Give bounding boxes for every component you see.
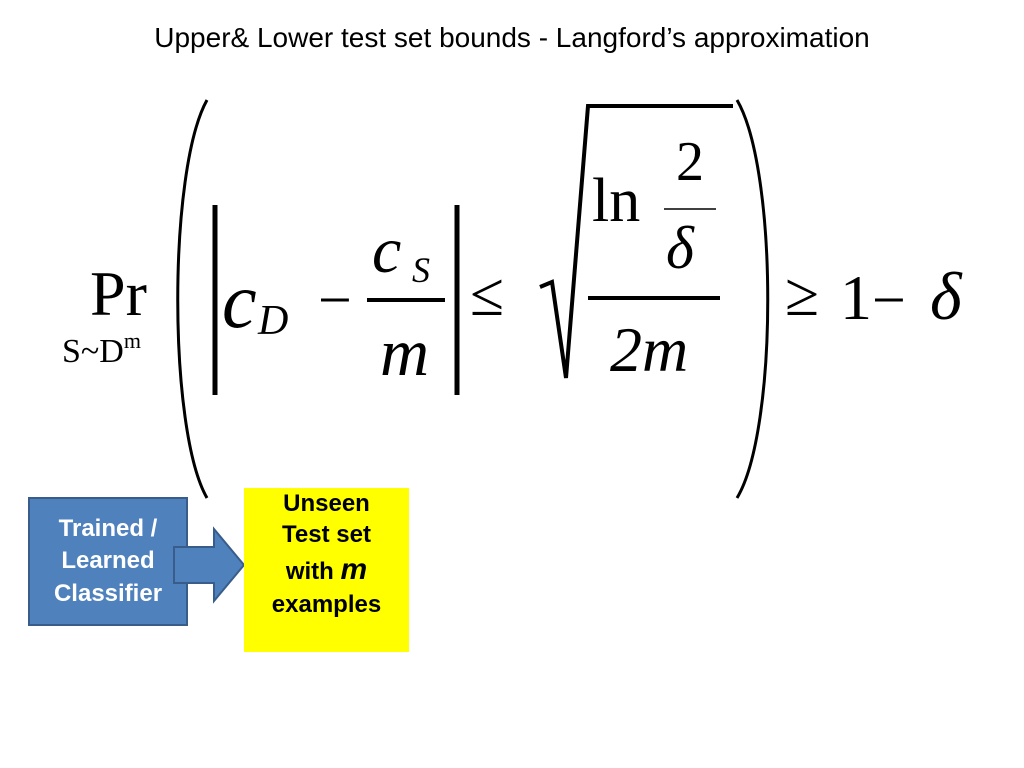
test-set-line-4: examples [271,591,382,619]
c-s-var: c [372,214,402,287]
le-sign: ≤ [470,261,505,329]
right-arrow-icon [173,526,246,604]
c-d-subscript: D [258,298,289,344]
minus-sign-2: − [872,267,906,333]
delta-rhs: δ [930,258,962,334]
c-s-subscript: S [412,250,430,290]
ln-func: ln [592,167,641,235]
test-set-line-2: Test set [282,521,371,549]
classifier-box: Trained / Learned Classifier [28,497,188,626]
two-m-denominator: 2m [610,314,689,385]
prob-subscript-sup: m [123,328,141,353]
delta-denominator: δ [666,215,694,281]
left-paren [176,99,209,499]
prob-subscript-base: S~D [62,333,124,370]
test-set-with: with [285,558,334,586]
sqrt-sign [539,104,733,379]
test-set-box: Unseen Test set with m examples [244,488,409,652]
prob-subscript: S~Dm [62,330,141,369]
classifier-line-1: Trained / [58,514,158,542]
right-paren [735,99,770,499]
prob-operator: Pr [90,258,147,329]
m-denominator: m [380,314,430,390]
classifier-line-3: Classifier [53,579,163,607]
test-set-line-3: with m [244,550,409,589]
classifier-line-2: Learned [61,547,155,575]
test-set-m: m [340,553,368,587]
ge-sign: ≥ [785,261,820,329]
one-value: 1 [840,262,872,333]
minus-sign: − [318,267,352,333]
slide-title: Upper& Lower test set bounds - Langford’… [154,22,870,53]
two-numerator: 2 [676,131,704,193]
test-set-line-1: Unseen [283,490,370,517]
c-d-var: c [222,257,257,344]
